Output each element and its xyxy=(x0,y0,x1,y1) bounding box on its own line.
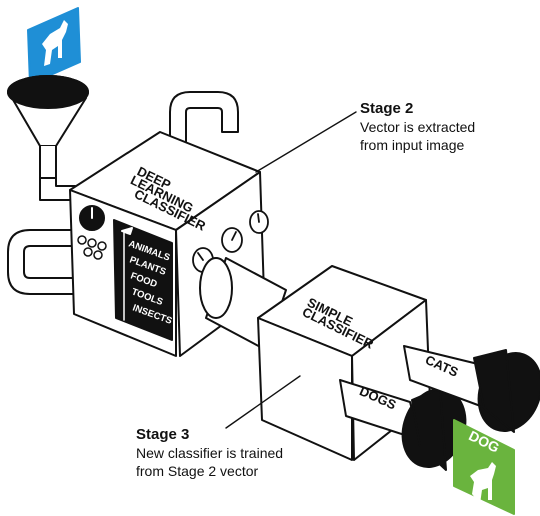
input-funnel xyxy=(7,75,89,181)
stage2-leader-line xyxy=(255,111,357,173)
category-panel xyxy=(113,219,173,341)
stage3-leader-line xyxy=(225,375,301,429)
stage2-line1: Vector is extracted xyxy=(360,119,476,135)
stage3-line2: from Stage 2 vector xyxy=(136,463,259,479)
control-knobs xyxy=(77,235,107,260)
stage2-line2: from input image xyxy=(360,137,465,153)
dog-silhouette-icon xyxy=(470,462,496,504)
top-loop-pipe xyxy=(169,91,239,151)
stage2-callout: Stage 2 Vector is extracted from input i… xyxy=(360,100,535,154)
stage3-title: Stage 3 xyxy=(136,426,190,443)
stage2-title: Stage 2 xyxy=(360,100,414,117)
stage3-callout: Stage 3 New classifier is trained from S… xyxy=(136,426,336,480)
cats-output-tube xyxy=(403,345,540,433)
dog-silhouette-icon xyxy=(42,20,68,66)
output-tag xyxy=(453,419,515,515)
input-tag xyxy=(27,7,81,85)
gauge-dial-icon xyxy=(79,205,105,231)
stage3-line1: New classifier is trained xyxy=(136,445,284,461)
